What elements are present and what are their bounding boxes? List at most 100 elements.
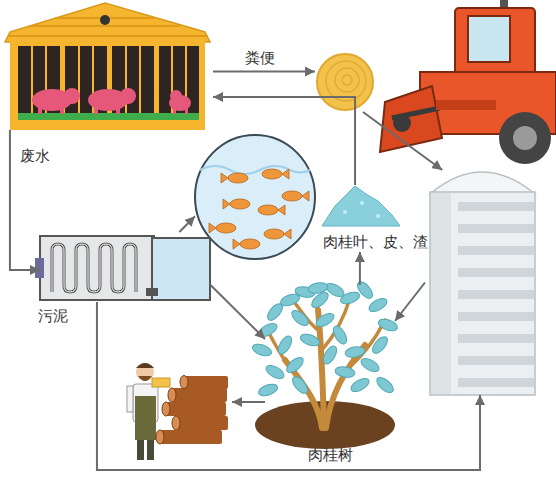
fish [209,169,309,249]
fish-pond-node [195,135,315,260]
farmer-part [136,363,154,381]
pig-part [170,90,182,102]
pig-barn-part-part [139,46,141,120]
fish-part [228,173,248,183]
pig-barn-part [8,35,207,37]
cinnamon-tree-part [251,279,399,398]
fish-part [233,239,240,249]
hay-bale-part [342,75,352,85]
fish-part [223,199,230,209]
silo-part-part [458,334,534,343]
cinnamon-sticks-part [166,402,226,416]
pig [32,88,191,114]
treatment-tank-part [40,236,154,300]
cinnamon-tree-part-part [284,355,306,376]
fish-part [278,205,285,215]
cinnamon-tree-part-part [289,308,311,329]
flow-arrow [97,302,480,470]
cinnamon-tree-part-part [374,375,396,396]
cinnamon-tree-part-part [344,345,365,358]
farmer-part [138,376,152,381]
cinnamon-tree-part-part [318,310,324,428]
leaf-pile-part [376,214,380,218]
fish-part [262,169,282,179]
pig-barn-part-part [92,46,94,120]
edge-label: 污泥 [38,306,68,326]
fish-part [264,229,284,239]
cinnamon-tree-part-part [355,279,376,301]
cinnamon-tree-part-part [251,342,273,358]
cinnamon-sticks-part [176,416,228,430]
hay-bale [317,54,373,110]
flow-arrow [359,252,361,285]
cinnamon-sticks-part [172,416,180,430]
silo-part-part [458,290,534,299]
leaf-pile-part [343,210,347,214]
flow-arrow [213,97,355,185]
harvester-part [468,16,510,62]
pig-part [116,106,120,114]
treatment-tank-part [146,288,158,296]
silo-part [430,172,535,194]
silo-part [430,192,535,395]
fish-part [230,199,250,209]
silo-part-part [458,312,534,321]
pig-part [60,106,64,114]
hay-bale-part [326,61,366,101]
node-label: 肉桂树 [308,445,353,465]
harvester-part [436,100,496,110]
cinnamon-tree-part-part [339,290,361,306]
flow-arrow [210,285,265,340]
cinnamon-sticks-node [150,375,232,450]
leaf-pile-part [360,201,364,205]
silo-part [431,193,451,394]
cinnamon-tree-part [285,310,365,428]
pig-barn-part-part [185,46,187,120]
pig-part [185,108,188,114]
pig-part [120,88,136,104]
cinnamon-tree-part-part [299,332,321,348]
treatment-tank-node [40,232,210,302]
pig-part [173,108,176,114]
fish-part [302,191,309,201]
pig-barn [5,3,210,130]
fish-part [209,223,216,233]
edge-label: 粪便 [245,48,275,68]
fish-part [240,239,260,249]
harvester-part [513,126,537,150]
cinnamon-tree-part-part [359,356,381,375]
cinnamon-tree-part-part [370,334,391,356]
silo-part-part [458,246,534,255]
pig-barn-node [3,0,213,130]
cinnamon-sticks-part [156,430,164,444]
flow-arrow [232,401,265,403]
harvester-part [455,8,535,80]
cinnamon-sticks-part [160,430,222,444]
cinnamon-sticks [156,376,228,445]
cinnamon-tree-part-part [314,311,336,330]
farmer-part [136,363,154,368]
fish-part [216,223,236,233]
hay-bale-part [335,68,359,92]
cinnamon-tree-part-part [257,321,279,340]
fish-part [221,173,228,183]
farmer-part [152,378,170,387]
cinnamon-tree-part-part [377,317,399,333]
treatment-tank-part [52,244,136,292]
cinnamon-sticks-part [168,388,176,402]
fish-part [282,169,289,179]
cinnamon-tree-part-part [349,376,371,395]
fish-part [284,229,291,239]
pig-barn-part-part [31,46,33,120]
pig-barn-part [32,46,186,120]
cinnamon-tree-part [270,298,385,380]
treatment-tank [35,236,210,300]
farmer-part [135,396,156,440]
cinnamon-tree [251,279,399,449]
silo-part [458,202,534,387]
